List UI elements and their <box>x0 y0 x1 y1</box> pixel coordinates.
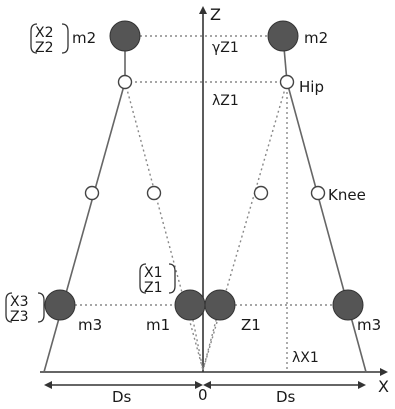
lambda-z1-label: λZ1 <box>212 93 239 109</box>
knee-label: Knee <box>328 186 366 204</box>
left-m3-mass <box>44 289 76 321</box>
m1-label: m1 <box>146 316 170 334</box>
svg-text:Z1: Z1 <box>144 280 163 296</box>
m3-right-label: m3 <box>357 316 381 334</box>
left-outer-leg <box>43 81 126 373</box>
right-hip-joint <box>279 74 295 90</box>
svg-text:X3: X3 <box>10 294 29 310</box>
left-inner-knee-joint <box>146 185 162 201</box>
left-hip-joint <box>117 74 133 90</box>
ds-left-label: Ds <box>112 388 132 406</box>
m2-right-label: m2 <box>304 29 328 47</box>
left-m2-mass <box>109 20 141 52</box>
left-outer-knee-joint <box>84 185 100 201</box>
origin-label: 0 <box>198 386 208 404</box>
gamma-z1-label: γZ1 <box>212 40 239 56</box>
right-inner-knee-joint <box>253 185 269 201</box>
hip-label: Hip <box>299 78 324 96</box>
svg-text:X1: X1 <box>144 265 163 281</box>
ds-right-label: Ds <box>276 388 296 406</box>
x-axis-label: X <box>378 377 389 396</box>
right-m3-mass <box>332 289 364 321</box>
right-m2-mass <box>267 20 299 52</box>
vector-x3-z3: X3 Z3 <box>5 292 45 325</box>
svg-text:Z3: Z3 <box>10 309 29 325</box>
right-outer-leg <box>286 81 367 373</box>
z-axis-label: Z <box>210 5 221 24</box>
left-m1-mass <box>174 289 206 321</box>
svg-text:Z2: Z2 <box>35 40 54 56</box>
right-inner-dotted-leg <box>202 81 288 371</box>
right-outer-knee-joint <box>310 185 326 201</box>
right-m1-mass <box>204 289 236 321</box>
vector-x1-z1: X1 Z1 <box>139 263 176 296</box>
m3-left-label: m3 <box>78 316 102 334</box>
lambda-x1-label: λX1 <box>292 350 319 366</box>
vector-x2-z2: X2 Z2 <box>30 23 69 56</box>
m2-left-label: m2 <box>72 29 96 47</box>
z1-label: Z1 <box>241 316 261 334</box>
svg-text:X2: X2 <box>35 25 54 41</box>
